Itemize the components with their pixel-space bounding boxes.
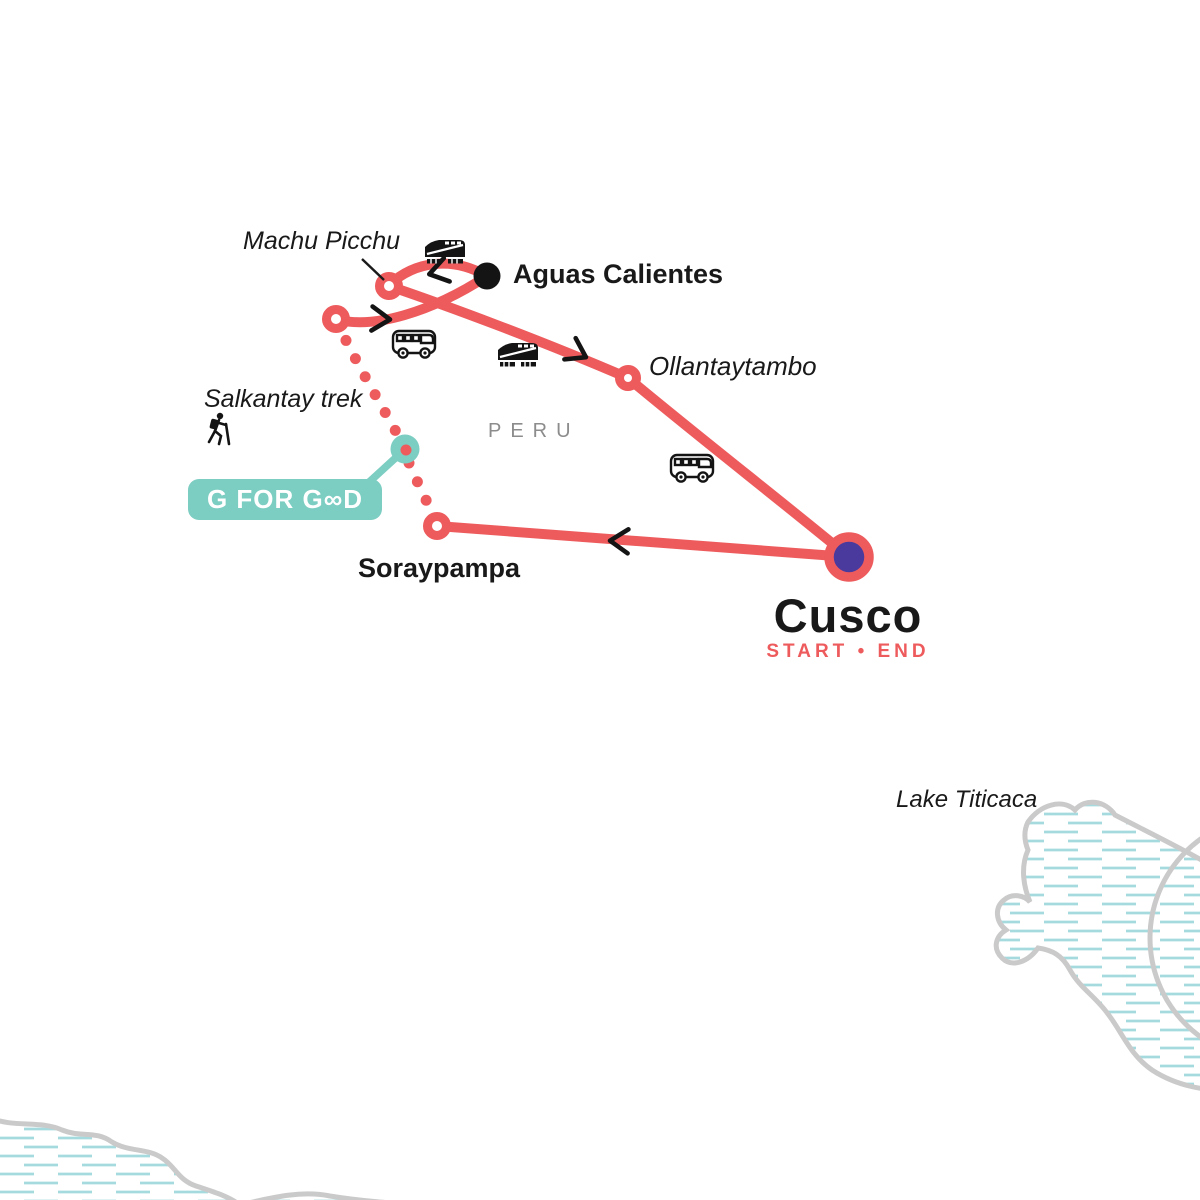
g-for-good-badge-label: G FOR G∞D <box>206 484 364 514</box>
machu-picchu-leader-line <box>361 258 385 281</box>
arrow-toward-machu-picchu <box>426 255 452 284</box>
arrow-toward-ollantaytambo <box>562 335 589 362</box>
machu-picchu-label: Machu Picchu <box>243 227 401 255</box>
country-label: PERU <box>488 420 580 442</box>
lake-titicaca-label: Lake Titicaca <box>896 786 1038 813</box>
g-for-good-node-dot <box>400 444 412 456</box>
soraypampa-label: Soraypampa <box>358 553 521 583</box>
aguas-calientes-label: Aguas Calientes <box>513 259 724 289</box>
hiker-icon <box>207 412 231 446</box>
bus-icon <box>669 453 715 483</box>
start-end-label: START • END <box>766 641 930 662</box>
node-cusco <box>824 532 874 582</box>
node-machu-picchu <box>375 272 403 300</box>
lake-titicaca-shape <box>993 799 1200 1091</box>
lake-east-lobe-arc <box>1147 836 1200 1040</box>
arrow-toward-soraypampa <box>607 527 631 556</box>
route-cusco-soraypampa <box>432 521 854 562</box>
g-for-good-badge: G FOR G∞D <box>188 479 382 520</box>
node-aguas-calientes <box>473 262 501 290</box>
train-icon <box>498 343 538 367</box>
node-ollantaytambo <box>615 365 641 391</box>
ollantaytambo-label: Ollantaytambo <box>649 351 817 381</box>
train-icon <box>425 240 465 264</box>
route-machupicchu-ollantaytambo <box>384 281 633 383</box>
arrow-toward-aguas <box>369 304 393 333</box>
route-ollantaytambo-cusco <box>623 373 854 562</box>
bus-icon <box>391 329 437 359</box>
coastline <box>0 1118 386 1200</box>
node-soraypampa <box>423 512 451 540</box>
salkantay-trek-label: Salkantay trek <box>204 385 363 413</box>
cusco-label: Cusco <box>773 589 923 642</box>
node-trek-end <box>322 305 350 333</box>
